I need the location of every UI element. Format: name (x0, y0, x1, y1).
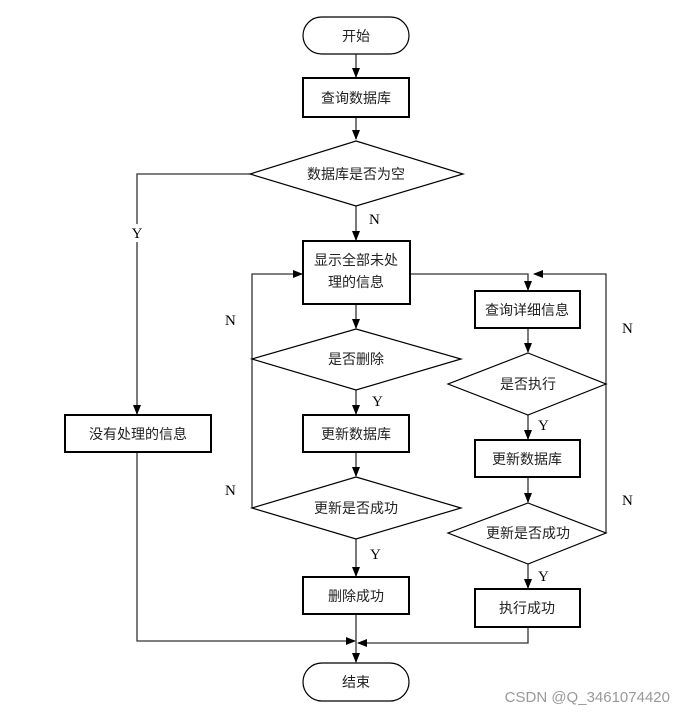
end-label: 结束 (342, 675, 370, 691)
edge-execok-end (357, 627, 529, 647)
update-db-left-box (302, 414, 410, 453)
update-ok-right-label: 更新是否成功 (486, 526, 570, 542)
update-ok-left-label: 更新是否成功 (314, 501, 398, 517)
update-ok-right-diamond (446, 502, 608, 565)
edge-labels: Y N N Y N Y N Y N Y (130, 212, 633, 585)
execute-ok-box (474, 588, 581, 628)
edge-show-querydetail (410, 273, 532, 291)
node-execute-ok: 执行成功 (474, 588, 581, 628)
no-info-label: 没有处理的信息 (89, 426, 187, 443)
update-db-right-box (474, 439, 581, 478)
db-empty-diamond (247, 140, 466, 207)
update-db-right-label: 更新数据库 (492, 452, 562, 468)
is-delete-label: 是否删除 (328, 352, 384, 368)
label-db-empty-no: N (369, 212, 380, 228)
end-terminator (302, 662, 410, 702)
label-db-empty-yes: Y (132, 226, 143, 242)
query-detail-box (474, 290, 581, 329)
label-is-execute-yes: Y (538, 418, 549, 434)
query-db-box (302, 77, 410, 118)
node-is-delete: 是否删除 (249, 328, 464, 391)
delete-ok-box (302, 576, 410, 615)
edge-dbempty-noinfo (133, 173, 250, 415)
node-show-all: 显示全部未处 理的信息 (302, 240, 411, 305)
no-info-box (64, 414, 212, 453)
node-start: 开始 (302, 16, 410, 55)
update-db-left-label: 更新数据库 (321, 427, 391, 443)
show-all-box (302, 240, 411, 305)
node-db-empty: 数据库是否为空 (247, 140, 466, 207)
label-update-left-no: N (225, 483, 236, 499)
node-update-db-left: 更新数据库 (302, 414, 410, 453)
edge-loop-right (533, 270, 607, 533)
edge-loop-left (251, 270, 303, 508)
is-execute-label: 是否执行 (500, 377, 556, 393)
node-end: 结束 (302, 662, 410, 702)
query-detail-label: 查询详细信息 (485, 302, 569, 319)
show-all-label-line1: 显示全部未处 (314, 252, 398, 269)
show-all-label-line2: 理的信息 (328, 274, 384, 291)
start-label: 开始 (342, 29, 370, 45)
db-empty-label: 数据库是否为空 (307, 167, 405, 183)
node-update-db-right: 更新数据库 (474, 439, 581, 478)
edge-noinfo-end (136, 452, 356, 645)
label-update-right-no: N (622, 493, 633, 509)
label-update-left-yes: Y (370, 547, 381, 563)
label-is-execute-no: N (622, 321, 633, 337)
edges (133, 54, 607, 663)
node-update-ok-right: 更新是否成功 (446, 502, 608, 565)
node-query-db: 查询数据库 (302, 77, 410, 118)
label-is-delete-yes: Y (372, 394, 383, 410)
label-update-right-yes: Y (538, 569, 549, 585)
label-is-delete-no: N (225, 313, 236, 329)
execute-ok-label: 执行成功 (499, 601, 555, 617)
label-bg (130, 224, 144, 242)
node-update-ok-left: 更新是否成功 (249, 476, 464, 540)
query-db-label: 查询数据库 (321, 91, 391, 107)
node-query-detail: 查询详细信息 (474, 290, 581, 329)
watermark: CSDN @Q_3461074420 (505, 689, 670, 706)
node-is-execute: 是否执行 (446, 352, 608, 416)
node-no-info: 没有处理的信息 (64, 414, 212, 453)
node-delete-ok: 删除成功 (302, 576, 410, 615)
is-execute-diamond (446, 352, 608, 416)
delete-ok-label: 删除成功 (328, 589, 384, 605)
is-delete-diamond (249, 328, 464, 391)
update-ok-left-diamond (249, 476, 464, 540)
start-terminator (302, 16, 410, 55)
